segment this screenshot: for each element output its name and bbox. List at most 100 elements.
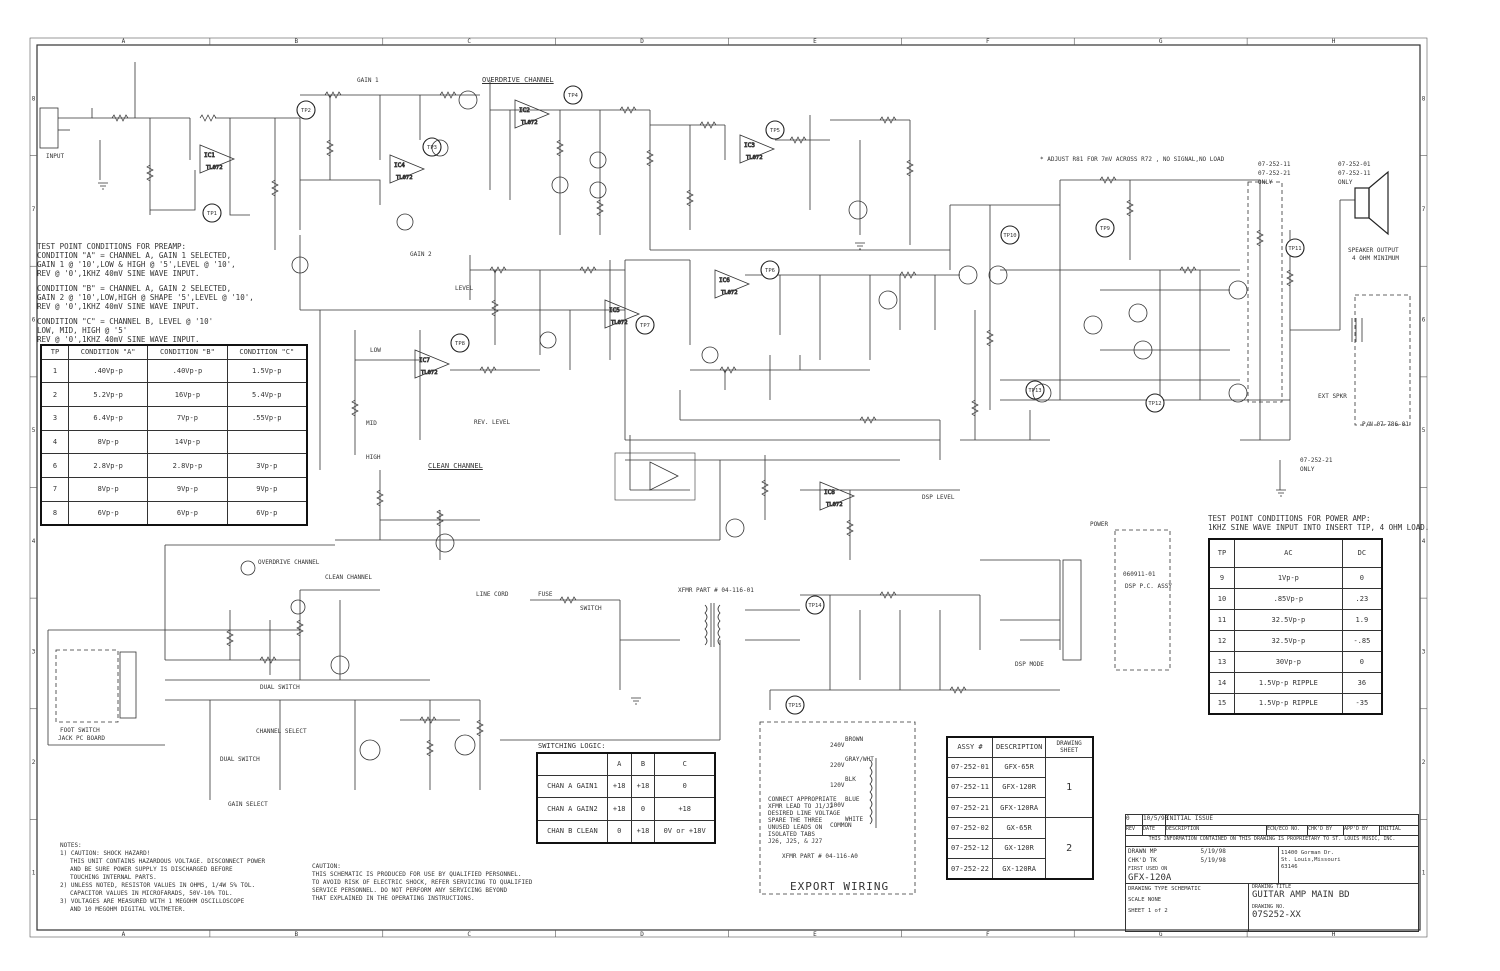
app-label: APP'D BY (1344, 826, 1380, 835)
checked-date: 5/19/98 (1200, 857, 1226, 864)
resistor (699, 121, 717, 129)
power-switch-label: SWITCH (580, 605, 602, 612)
table-cell: 36 (1341, 671, 1383, 694)
border-letter: E (813, 931, 817, 938)
resistor (556, 139, 564, 157)
xfmr-label: XFMR PART # 04-116-01 (678, 587, 754, 594)
power-led-label: POWER (1090, 521, 1109, 528)
rev-level-label: REV. LEVEL (474, 419, 511, 426)
opamp-label: IC8 (824, 489, 835, 496)
table-header: AC (1234, 538, 1343, 568)
high-label: HIGH (366, 454, 381, 461)
power-testpoint-notes: TEST POINT CONDITIONS FOR POWER AMP: 1KH… (1208, 514, 1429, 532)
footswitch-label: FOOT SWITCH (60, 727, 100, 734)
table-cell: 07-252-21 (946, 797, 993, 819)
table-cell: 30Vp-p (1234, 650, 1343, 673)
opamp-label: IC4 (394, 162, 405, 169)
border-letter: A (122, 931, 126, 938)
opamp-symbol (414, 349, 451, 379)
mid-wiring (164, 235, 960, 660)
model-name: GFX-120A (1128, 873, 1172, 883)
sheet-number: 1 of 2 (1147, 908, 1168, 914)
table-cell: 6 (40, 453, 69, 479)
table-cell: 14 (1208, 671, 1235, 694)
resistor (686, 189, 694, 207)
border-number: 4 (1422, 538, 1426, 545)
table-cell: +18 (654, 797, 716, 821)
resistor (789, 136, 807, 144)
note-line: THIS UNIT CONTAINS HAZARDOUS VOLTAGE. DI… (70, 858, 266, 865)
opamp-symbols: IC1TL072IC2TL072IC3TL072IC4TL072IC5TL072… (199, 99, 856, 511)
checked-by: TK (1149, 857, 1157, 864)
resistor (259, 656, 277, 664)
table-cell: 1.5Vp-p (226, 358, 308, 384)
table-cell: 3Vp-p (226, 453, 308, 479)
drawing-type: SCHEMATIC (1171, 886, 1201, 892)
lower-wiring (47, 559, 1061, 800)
dsp-mode-label: DSP MODE (1015, 661, 1044, 668)
opamp-symbol (739, 134, 776, 164)
dsp-assy-number: 060911-01 (1123, 571, 1156, 578)
drawing-title-label: DRAWING TITLE (1252, 884, 1292, 890)
resistor (986, 329, 994, 347)
resistor (971, 399, 979, 417)
table-cell: 2.8Vp-p (67, 453, 149, 479)
drawn-label: DRAWN (1128, 848, 1147, 855)
test-point-marker (450, 333, 470, 353)
resistor (419, 716, 437, 724)
test-point-label: TP14 (808, 603, 822, 609)
table-header: DC (1341, 538, 1383, 568)
preamp-note-line: GAIN 1 @ '10',LOW & HIGH @ '5',LEVEL @ '… (37, 260, 236, 269)
transistor-symbols (240, 90, 1248, 761)
footswitch-jack (119, 651, 137, 719)
assembly-table: ASSY # DESCRIPTION DRAWING SHEET 07-252-… (946, 736, 1094, 880)
chk-label: CHK'D BY (1308, 826, 1344, 835)
resistor (489, 266, 507, 274)
note-line: AND BE SURE POWER SUPPLY IS DISCHARGED B… (70, 866, 233, 873)
table-cell: 8Vp-p (67, 477, 149, 502)
border-letter: F (986, 38, 990, 45)
table-cell: 07-252-11 (946, 776, 993, 799)
export-tap: 120V (830, 782, 845, 789)
table-cell: 1Vp-p (1234, 566, 1343, 589)
table-cell: CHAN B CLEAN (536, 819, 608, 844)
table-cell: 0V or +18V (654, 819, 716, 844)
rev-label: REV (1126, 826, 1143, 835)
table-cell: .40Vp-p (147, 358, 228, 384)
border-number: 6 (32, 317, 36, 324)
export-tap: 240V (830, 742, 845, 749)
table-cell: 0 (1341, 650, 1383, 673)
resistor (619, 106, 637, 114)
test-point-label: TP5 (770, 128, 780, 134)
export-note: J26, J25, & J27 (768, 838, 823, 845)
table-cell: 9Vp-p (147, 477, 228, 502)
table-header: A (606, 752, 632, 776)
opamp-label: IC5 (609, 307, 620, 314)
table-cell: 07-252-22 (946, 858, 993, 880)
ecn-label: ECN/ECO NO. (1267, 826, 1308, 835)
resistor (1256, 229, 1264, 247)
low-label: LOW (370, 347, 381, 354)
border-letter: F (986, 931, 990, 938)
sheet-label: SHEET (1128, 908, 1145, 914)
ground-symbols (98, 182, 1286, 705)
revision-header: REV DATE DESCRIPTION ECN/ECO NO. CHK'D B… (1126, 826, 1418, 836)
table-cell: 13 (1208, 650, 1235, 673)
export-wire-colors: BROWN GRAY/WHT BLK BLUE WHITE (845, 730, 874, 830)
border-letter: B (295, 38, 299, 45)
proprietary-note: THIS INFORMATION CONTAINED ON THIS DRAWI… (1126, 836, 1418, 847)
table-cell: 6Vp-p (147, 500, 228, 526)
table-cell: 5.2Vp-p (67, 382, 149, 407)
caution-line: THIS SCHEMATIC IS PRODUCED FOR USE BY QU… (312, 871, 522, 878)
opamp-type: TL072 (206, 165, 223, 171)
test-point-label: TP10 (1003, 233, 1016, 239)
opamp-type: TL072 (396, 175, 413, 181)
table-cell: .40Vp-p (67, 358, 149, 384)
border-number: 5 (32, 427, 36, 434)
